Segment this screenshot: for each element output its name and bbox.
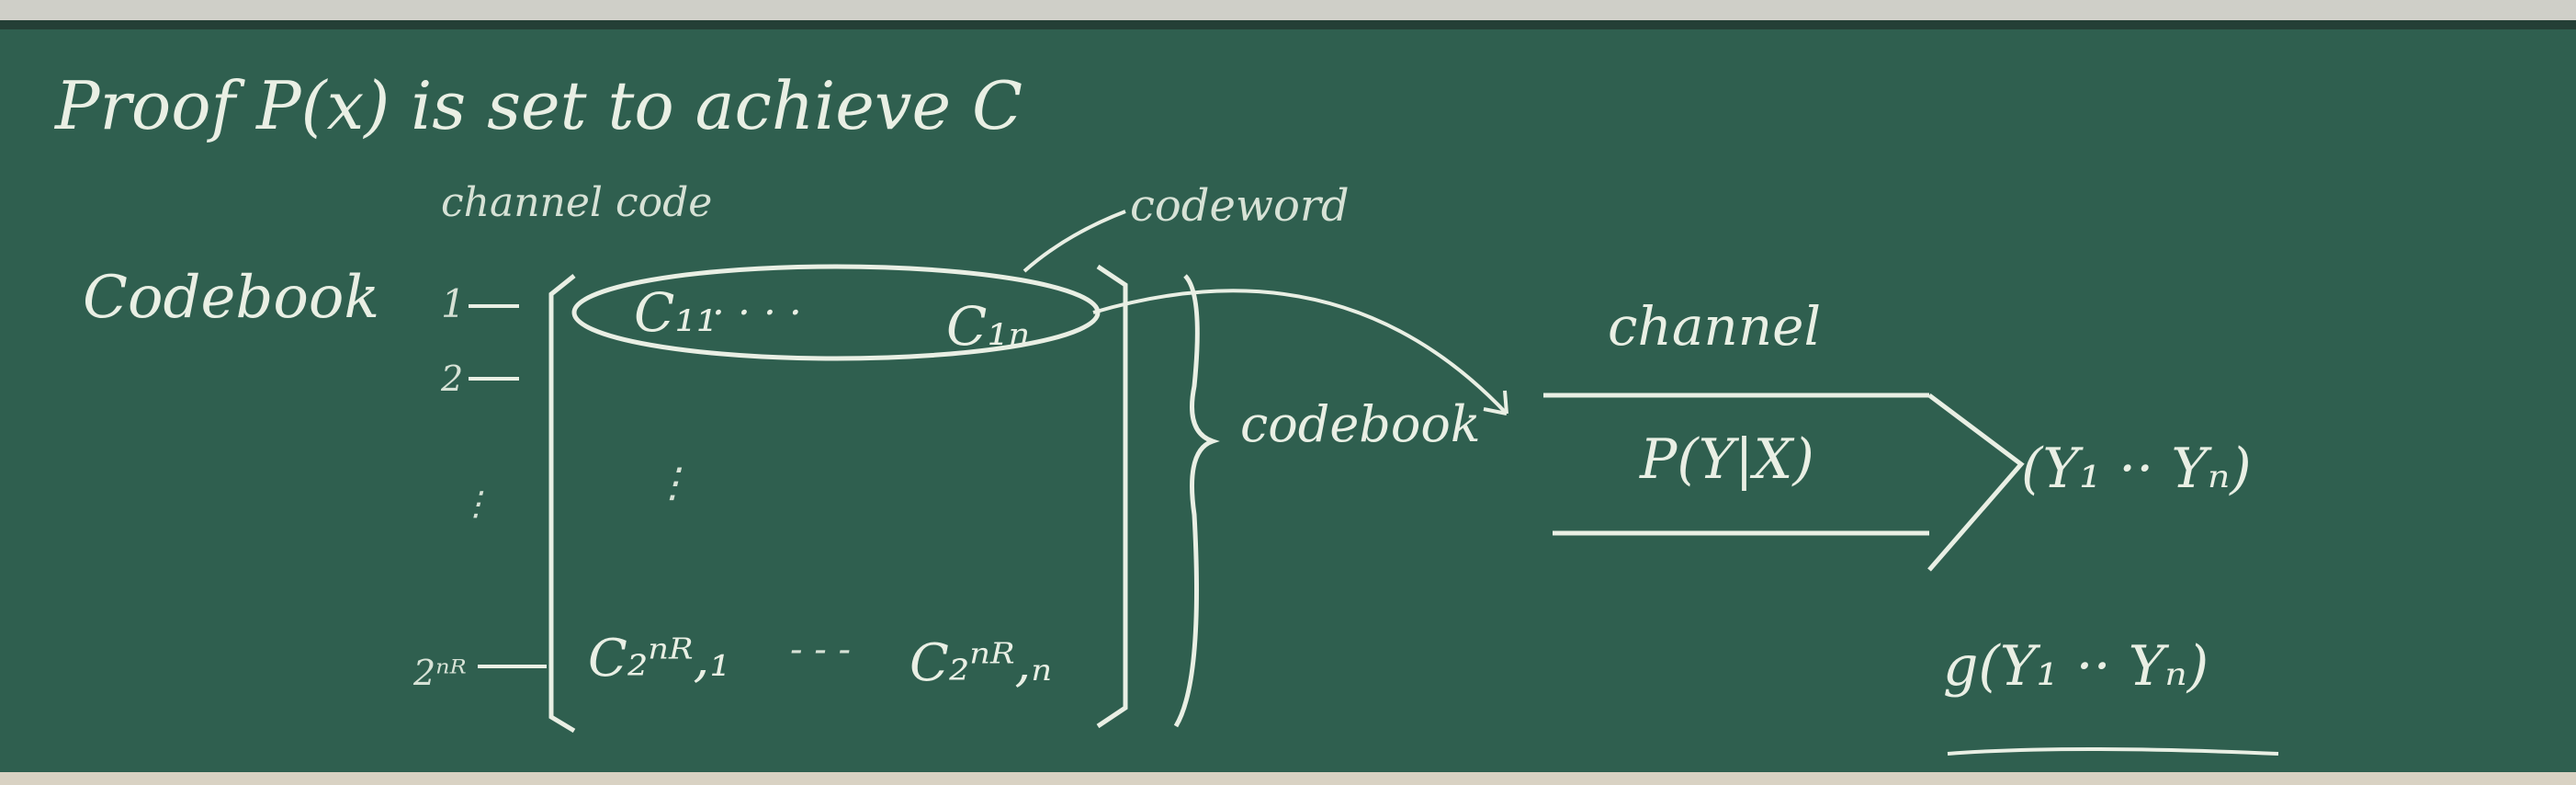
codebook-label: Codebook xyxy=(83,264,379,332)
decoder-expr: g(Y₁ ·· Yₙ) xyxy=(1943,634,2209,699)
matrix-right-bracket xyxy=(1096,264,1128,729)
board-bottom-frame xyxy=(0,772,2576,785)
matrix-row1-dots: · · · · xyxy=(712,290,802,336)
row-index-dots: ⋮ xyxy=(459,485,492,523)
decoder-underline xyxy=(1947,747,2279,756)
channel-code-label: channel code xyxy=(441,179,712,226)
matrix-col-dots: ⋮ xyxy=(652,460,693,506)
matrix-c-last-n: C₂ⁿᴿ,ₙ xyxy=(910,633,1052,693)
channel-word: channel xyxy=(1608,295,1821,358)
arrowhead xyxy=(1483,390,1508,415)
board-top-frame xyxy=(0,20,2576,29)
codebook-brace xyxy=(1173,274,1220,728)
channel-arrowhead xyxy=(1927,393,2025,572)
codeword-arrow xyxy=(1022,210,1126,273)
channel-expr: P(Y|X) xyxy=(1639,427,1814,492)
proof-line: Proof P(x) is set to achieve C xyxy=(53,67,1022,144)
matrix-left-bracket xyxy=(548,274,576,734)
matrix-last-dots: - - - xyxy=(790,629,851,671)
matrix-c-last-1: C₂ⁿᴿ,₁ xyxy=(588,629,730,688)
row-index-last: 2ⁿᴿ xyxy=(412,653,467,693)
output-tuple: (Y₁ ·· Yₙ) xyxy=(2021,437,2252,501)
row-index-1: 1 xyxy=(441,281,466,326)
board-top-edge xyxy=(0,0,2576,20)
matrix-c1n: C₁ₙ xyxy=(946,295,1030,358)
codeword-to-channel-arrow xyxy=(1092,289,1508,415)
codebook-brace-label: codebook xyxy=(1240,395,1481,453)
codeword-label: codeword xyxy=(1130,180,1350,232)
row-index-2: 2 xyxy=(440,358,463,399)
matrix-c11: C₁₁ xyxy=(634,281,717,344)
